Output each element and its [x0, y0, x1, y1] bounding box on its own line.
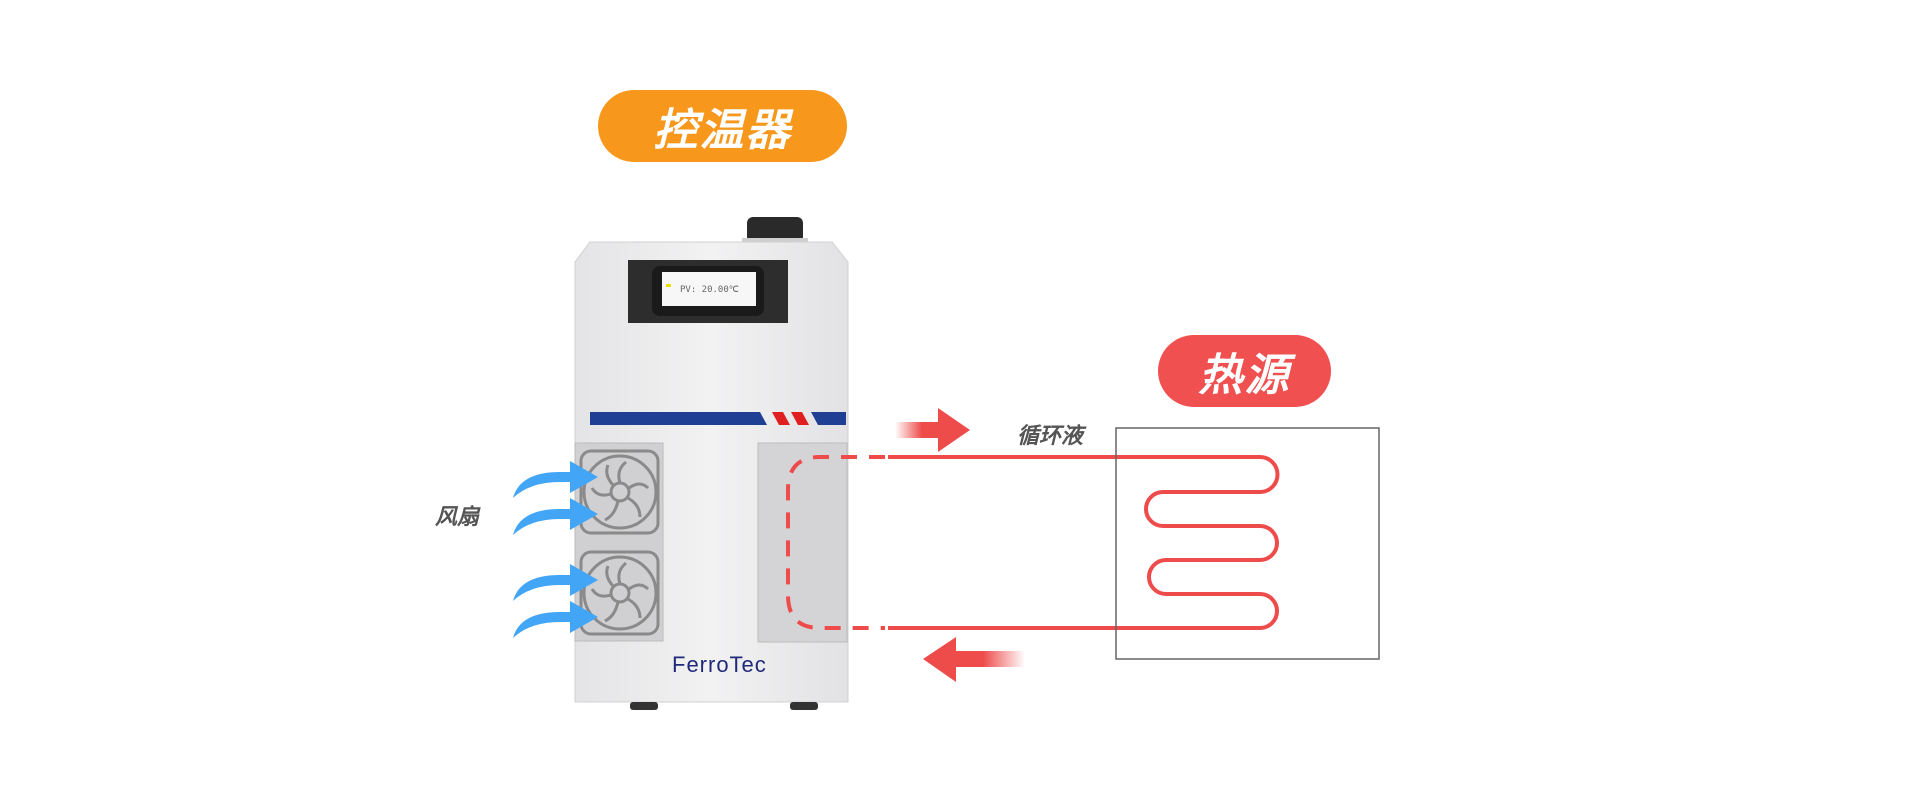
airflow-arrows	[513, 461, 598, 638]
airflow-arrow-icon	[513, 601, 598, 638]
screen-readout: PV: 20.00℃	[680, 285, 739, 295]
outflow-arrow-icon	[895, 408, 970, 452]
fill-cap	[747, 217, 803, 243]
serpentine-heat-coil	[888, 455, 1280, 630]
return-arrow-icon	[923, 637, 1025, 682]
heat-source-box	[1115, 427, 1380, 660]
blue-stripe	[590, 412, 767, 425]
airflow-arrow-icon	[513, 564, 598, 601]
touch-screen[interactable]	[662, 272, 756, 306]
fan-label: 风扇	[435, 505, 480, 530]
circulating-fluid-label: 循环液	[1017, 424, 1084, 449]
airflow-arrow-icon	[513, 498, 598, 535]
brand-logo: FerroTec	[672, 652, 767, 677]
fluid-port-panel	[757, 442, 848, 643]
airflow-arrow-icon	[513, 461, 598, 498]
controller-label-badge: 控温器	[598, 90, 847, 162]
heat-source-label-badge: 热源	[1158, 335, 1331, 407]
fluid-circuit	[786, 455, 1280, 630]
fan-icon	[579, 550, 660, 636]
temperature-controller-device	[574, 217, 849, 710]
fan-icon	[579, 449, 660, 535]
